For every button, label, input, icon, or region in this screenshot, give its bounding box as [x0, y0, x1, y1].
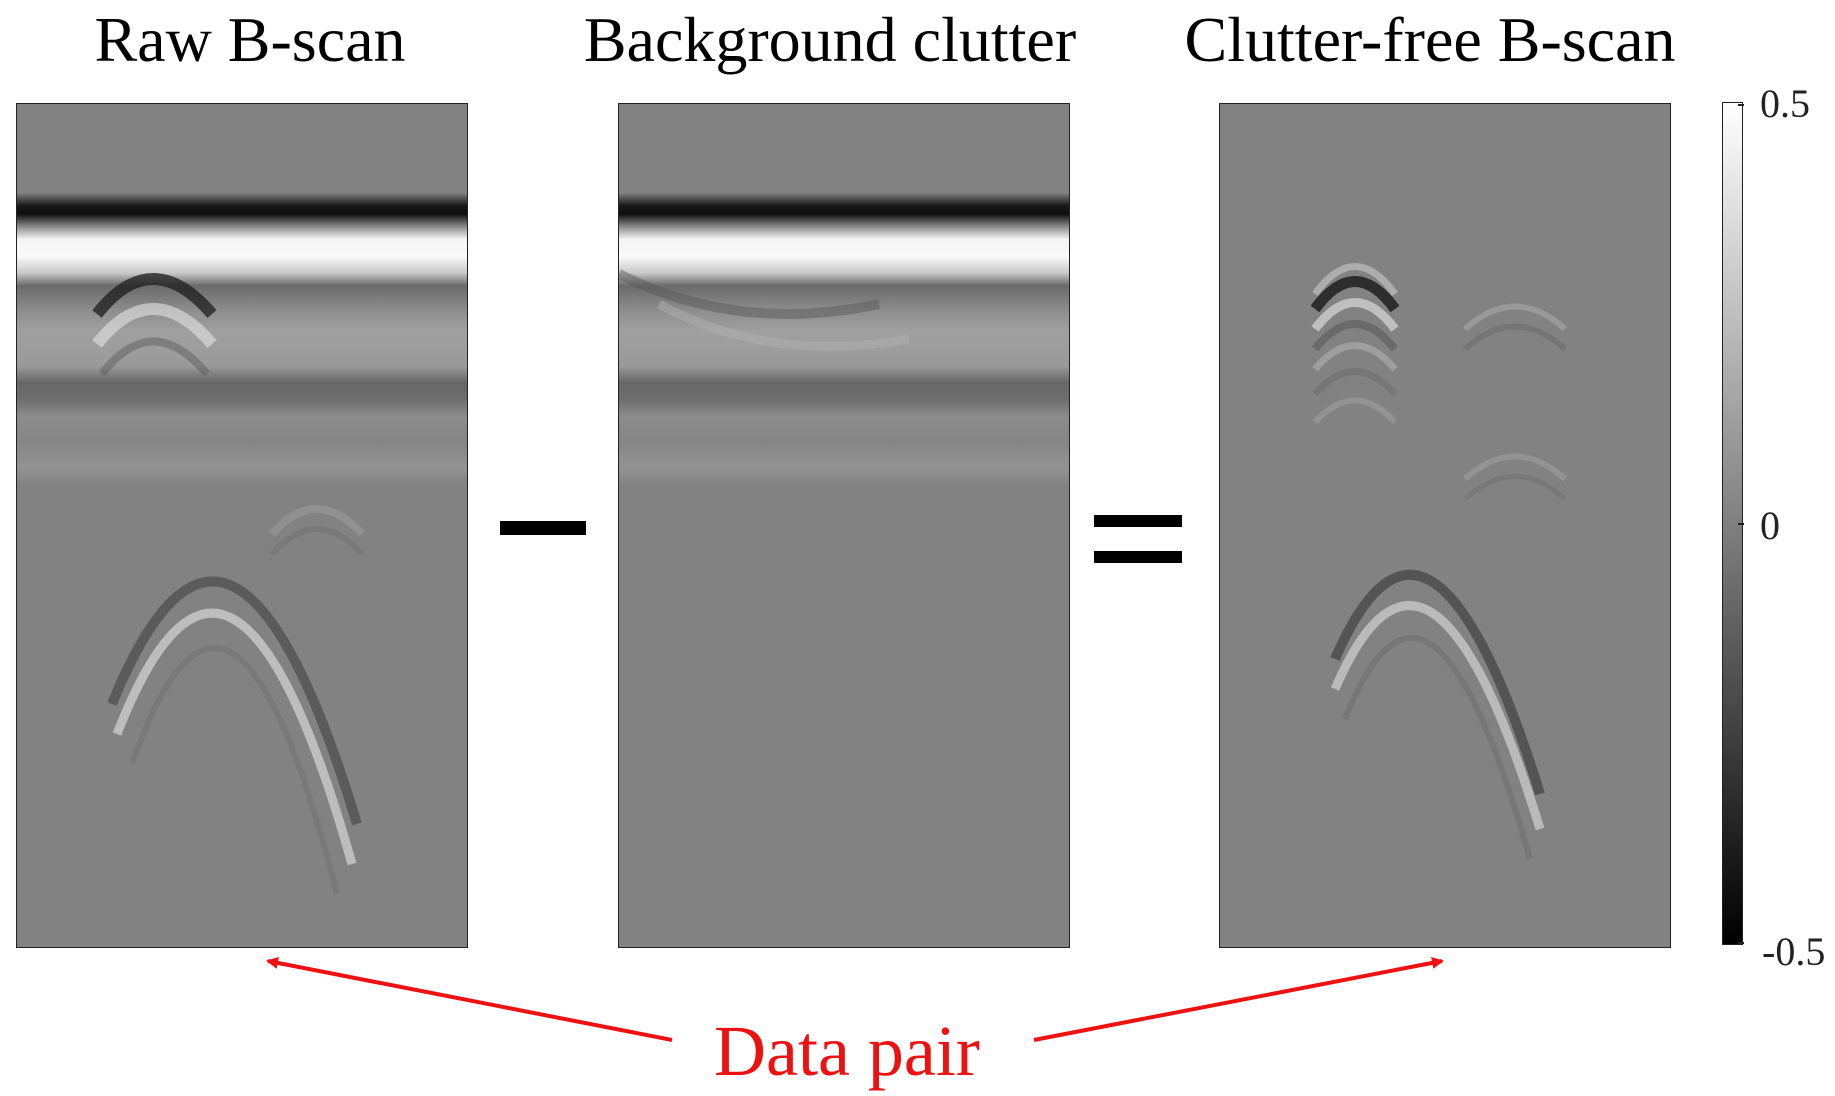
colorbar-tick-mid	[1738, 523, 1744, 525]
minus-operator	[500, 521, 586, 535]
arrow-to-clutter-free-bscan	[1033, 957, 1444, 1042]
raw-bscan-image	[16, 103, 468, 948]
colorbar-label-mid: 0	[1760, 503, 1780, 548]
clutter-free-bscan-image	[1219, 103, 1671, 948]
background-clutter-image	[618, 103, 1070, 948]
colorbar-tick-max	[1738, 104, 1744, 106]
equals-operator-top	[1094, 515, 1182, 527]
arrow-to-raw-bscan	[266, 957, 673, 1042]
colorbar-tick-min	[1738, 942, 1744, 944]
colorbar-label-min: -0.5	[1762, 929, 1826, 974]
equals-operator-bottom	[1094, 551, 1182, 563]
colorbar-label-max: 0.5	[1760, 81, 1810, 126]
title-raw-bscan: Raw B-scan	[94, 4, 406, 75]
data-pair-label: Data pair	[714, 1011, 980, 1091]
title-background-clutter: Background clutter	[583, 4, 1077, 75]
title-clutter-free-bscan: Clutter-free B-scan	[1184, 4, 1676, 75]
